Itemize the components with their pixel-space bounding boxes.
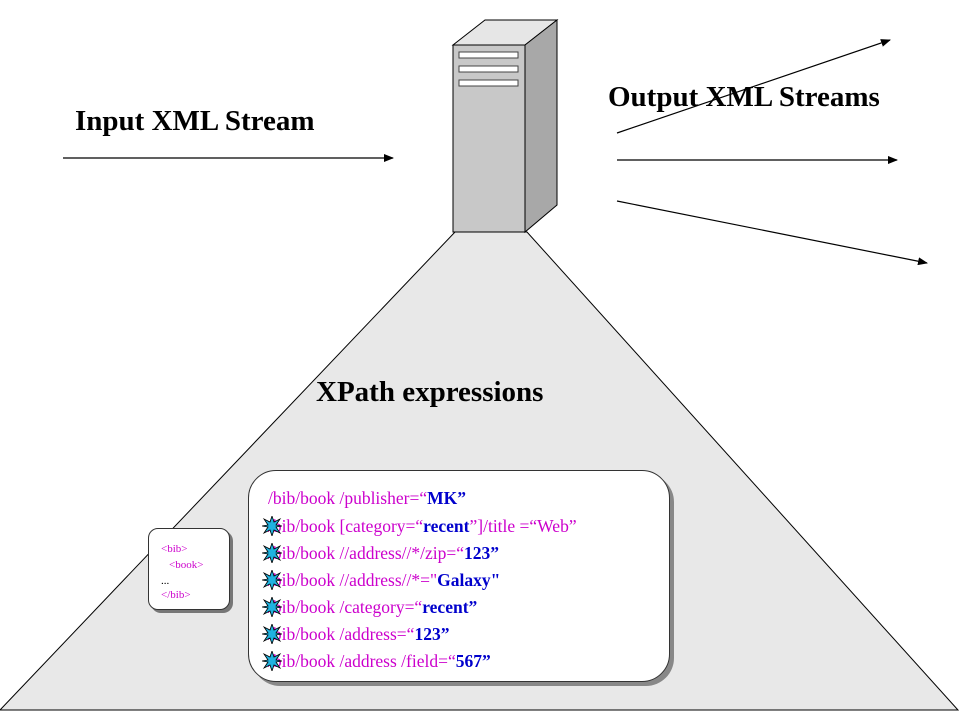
match-star-icon	[262, 516, 282, 536]
query-value: 123	[464, 543, 491, 563]
server-icon	[451, 18, 559, 234]
match-star-icon	[262, 543, 282, 563]
query-path: /bib/book [category=“	[268, 516, 424, 536]
output-streams-title: Output XML Streams	[608, 81, 880, 113]
query-path: /bib/book //address//*="	[268, 570, 438, 590]
xpath-expressions-title: XPath expressions	[316, 376, 544, 408]
query-tail: ”	[490, 543, 500, 563]
match-star-icon	[262, 597, 282, 617]
query-path: /bib/book /address=“	[268, 624, 415, 644]
match-star-icon	[262, 570, 282, 590]
xpath-query-row: /bib/book /category=“recent”	[262, 597, 478, 617]
xpath-query-card: /bib/book /publisher=“MK” /bib/book [cat…	[248, 470, 670, 682]
xpath-query-row: /bib/book /address /field=“567”	[262, 651, 491, 671]
server-bay-1	[458, 51, 519, 59]
query-tail: "	[490, 570, 501, 590]
query-value: MK	[427, 488, 458, 508]
query-tail: ”	[468, 597, 478, 617]
output-stream-arrow-up	[616, 39, 891, 134]
xpath-query-row: /bib/book //address//*="Galaxy"	[262, 570, 501, 590]
query-value: Galaxy	[437, 570, 491, 590]
xml-document-card: <bib> <book> ... </bib>	[148, 528, 230, 610]
query-value: recent	[422, 597, 469, 617]
xpath-query-row: /bib/book //address//*/zip=“123”	[262, 543, 500, 563]
xml-line-bib-close: </bib>	[161, 589, 191, 601]
xml-line-book-open: <book>	[169, 559, 204, 571]
xml-line-ellipsis: ...	[161, 575, 170, 587]
query-tail: ”	[482, 651, 491, 671]
xpath-query-row: /bib/book [category=“recent”]/title =“We…	[262, 516, 577, 536]
query-path: /bib/book //address//*/zip=“	[268, 543, 465, 563]
match-star-icon	[262, 651, 282, 671]
query-path: /bib/book /publisher=“	[268, 488, 428, 508]
query-tail: ”]/title =“Web”	[469, 516, 577, 536]
query-value: 123	[414, 624, 441, 644]
xml-line-bib-open: <bib>	[161, 543, 188, 555]
match-star-icon	[262, 624, 282, 644]
input-stream-title: Input XML Stream	[75, 105, 315, 137]
query-path: /bib/book /category=“	[268, 597, 423, 617]
query-path: /bib/book /address /field=“	[268, 651, 456, 671]
output-stream-arrow-down	[616, 200, 928, 266]
xpath-query-row: /bib/book /address=“123”	[262, 624, 450, 644]
query-tail: ”	[440, 624, 450, 644]
server-bay-2	[458, 65, 519, 73]
query-tail: ”	[457, 488, 466, 508]
query-value: recent	[423, 516, 470, 536]
server-bay-3	[458, 79, 519, 87]
xpath-query-row: /bib/book /publisher=“MK”	[268, 488, 466, 508]
query-value: 567	[455, 651, 482, 671]
